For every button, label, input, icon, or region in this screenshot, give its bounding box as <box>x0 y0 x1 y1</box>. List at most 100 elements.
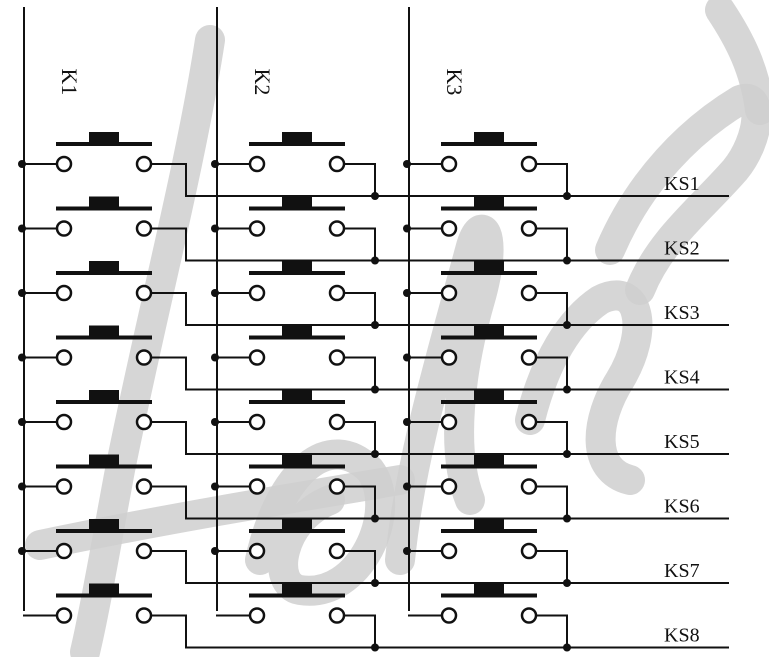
push-button <box>18 261 187 326</box>
contact-terminal <box>135 220 153 237</box>
contact-terminal <box>328 155 346 173</box>
contact-terminal <box>55 349 73 366</box>
push-button <box>403 325 571 394</box>
row-junction-dot <box>371 192 379 200</box>
button-lead-right <box>535 292 568 326</box>
column-junction-dot <box>211 353 219 362</box>
contact-terminal <box>248 478 266 495</box>
row-label: KS1 <box>664 173 700 195</box>
column-junction-dot <box>403 418 411 426</box>
button-lead-right <box>343 163 376 197</box>
contact-terminal <box>328 607 346 624</box>
row-junction-dot <box>371 643 379 652</box>
button-cap <box>474 325 504 337</box>
push-button <box>403 390 571 458</box>
button-lead-right <box>343 292 376 326</box>
contact-terminal <box>55 220 73 237</box>
contact-terminal <box>135 542 153 560</box>
push-button <box>211 390 379 458</box>
row-junction-dot <box>563 385 571 394</box>
push-button <box>18 519 187 584</box>
push-button <box>211 261 379 329</box>
button-cap <box>282 196 312 208</box>
button-cap <box>89 583 119 595</box>
column-junction-dot <box>403 289 411 297</box>
watermark-stroke-4 <box>385 214 504 575</box>
column-junction-dot <box>18 547 26 555</box>
button-lead-right <box>343 550 376 584</box>
push-button <box>18 325 187 391</box>
column-junction-dot <box>18 289 26 297</box>
button-lead-right <box>150 292 187 326</box>
watermark-stroke-1 <box>70 25 225 657</box>
column-junction-dot <box>211 547 219 555</box>
button-cap <box>89 261 119 272</box>
button-lead-right <box>150 485 187 520</box>
button-lead-right <box>535 614 568 649</box>
button-lead-right <box>150 550 187 584</box>
button-lead-right <box>343 421 376 455</box>
button-cap <box>474 132 504 143</box>
button-lead-right <box>535 421 568 455</box>
column-junction-dot <box>403 160 411 168</box>
row-label: KS8 <box>664 625 700 647</box>
column-junction-dot <box>211 289 219 297</box>
contact-terminal <box>55 284 73 302</box>
button-cap <box>89 390 119 401</box>
row-label: KS3 <box>664 302 700 324</box>
contact-terminal <box>328 220 346 237</box>
push-button <box>403 454 571 523</box>
contact-terminal <box>440 478 458 495</box>
button-lead-right <box>535 163 568 197</box>
contact-terminal <box>248 220 266 237</box>
row-junction-dot <box>563 579 571 587</box>
row-junction-dot <box>371 450 379 458</box>
button-cap <box>474 196 504 208</box>
row-junction-dot <box>563 321 571 329</box>
button-cap <box>282 583 312 595</box>
contact-terminal <box>520 349 538 366</box>
column-junction-dot <box>403 547 411 555</box>
row-label: KS5 <box>664 431 700 453</box>
button-cap <box>89 519 119 530</box>
column-junction-dot <box>18 353 26 362</box>
contact-terminal <box>440 413 458 431</box>
contact-terminal <box>55 413 73 431</box>
push-button <box>403 261 571 329</box>
row-label: KS2 <box>664 238 700 260</box>
button-lead-right <box>535 227 568 262</box>
push-button <box>408 583 571 652</box>
button-cap <box>474 519 504 530</box>
contact-terminal <box>248 349 266 366</box>
button-cap <box>282 454 312 466</box>
button-cap <box>89 132 119 143</box>
column-junction-dot <box>211 160 219 168</box>
row-label: KS7 <box>664 560 700 582</box>
button-cap <box>282 519 312 530</box>
button-cap <box>282 132 312 143</box>
button-lead-right <box>150 421 187 455</box>
contact-terminal <box>520 220 538 237</box>
push-button <box>211 454 379 523</box>
push-button <box>211 196 379 265</box>
button-lead-right <box>343 227 376 262</box>
contact-terminal <box>135 413 153 431</box>
contact-terminal <box>328 478 346 495</box>
contact-terminal <box>520 607 538 624</box>
row-label: KS4 <box>664 367 700 389</box>
buttons <box>18 132 571 652</box>
push-button <box>18 196 187 262</box>
button-lead-right <box>150 356 187 391</box>
column-junction-dot <box>18 224 26 233</box>
column-label: K1 <box>57 69 82 96</box>
contact-terminal <box>248 607 266 624</box>
contact-terminal <box>135 349 153 366</box>
contact-terminal <box>135 155 153 173</box>
button-lead-right <box>343 485 376 520</box>
column-label: K3 <box>442 69 467 96</box>
button-cap <box>474 583 504 595</box>
column-label: K2 <box>250 69 275 96</box>
column-junction-dot <box>18 482 26 491</box>
